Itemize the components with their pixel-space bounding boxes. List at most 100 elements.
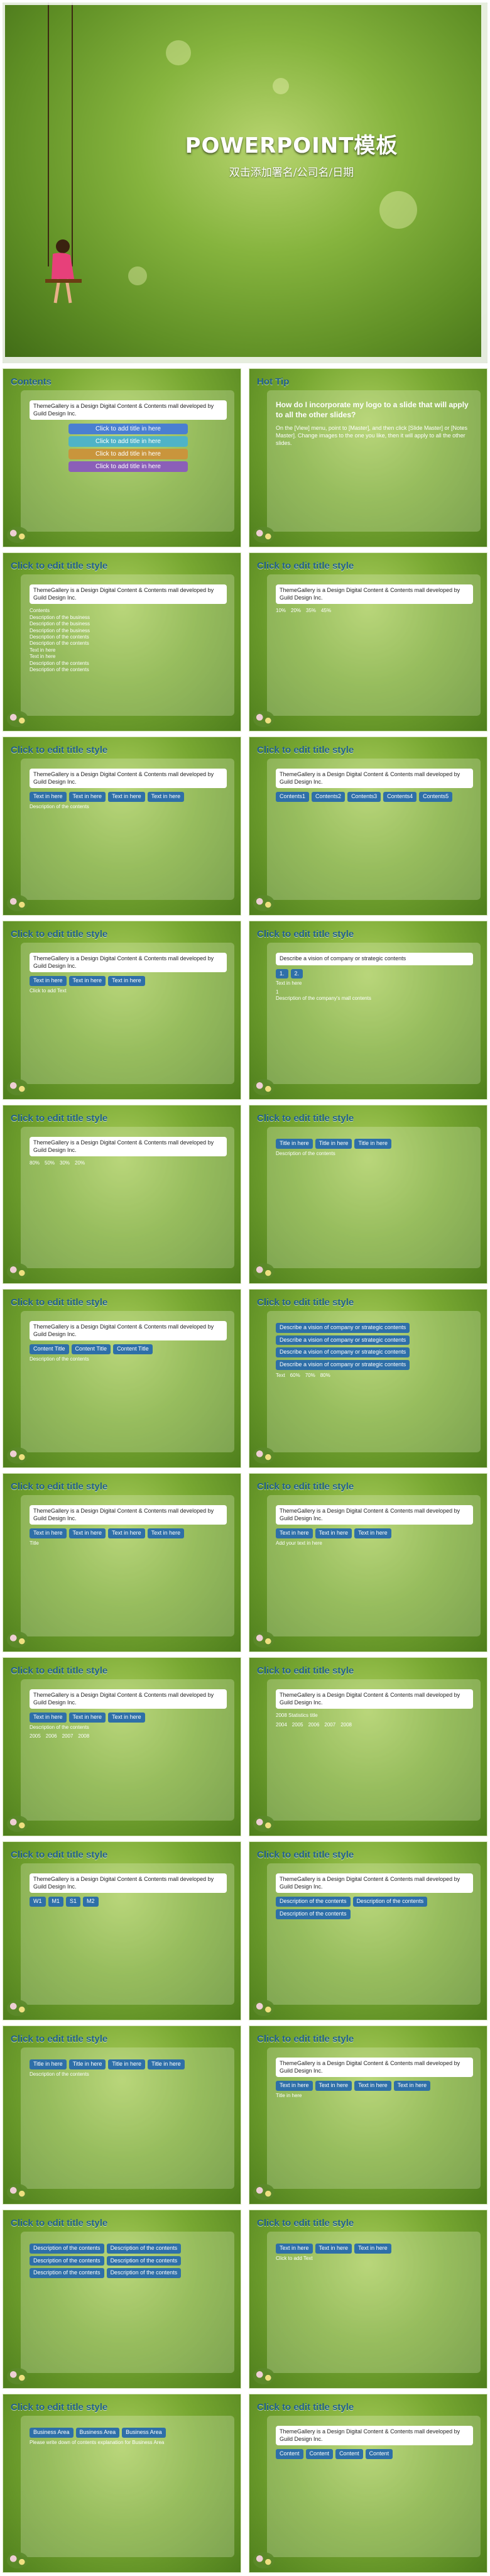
center-text[interactable]: Description of the contents	[30, 2071, 89, 2077]
bullet-item[interactable]: Description of the contents	[30, 633, 89, 640]
cylinder-label[interactable]: Content Title	[113, 1344, 153, 1355]
slide-title[interactable]: Click to edit title style	[257, 2034, 354, 2044]
center-text[interactable]: Title in here	[276, 2093, 302, 2099]
tag-text[interactable]: Text in here	[276, 980, 302, 987]
step-label[interactable]: 1.	[276, 968, 288, 979]
tag-label[interactable]: Text in here	[315, 2244, 352, 2254]
tag-label[interactable]: Title in here	[276, 1139, 313, 1149]
slide-body-text[interactable]: ThemeGallery is a Design Digital Content…	[276, 1689, 473, 1709]
slide-body-text[interactable]: ThemeGallery is a Design Digital Content…	[30, 953, 227, 973]
slide-title[interactable]: Click to edit title style	[11, 2402, 108, 2413]
slide-title[interactable]: Click to edit title style	[257, 745, 354, 755]
item-label[interactable]: Description of the contents	[30, 2268, 104, 2279]
tag-label[interactable]: Text in here	[276, 2244, 313, 2254]
label-label[interactable]: Description of the contents	[352, 1897, 428, 1907]
slide-title[interactable]: Click to edit title style	[257, 561, 354, 571]
tag-label[interactable]: Text in here	[147, 792, 185, 803]
content-item-button[interactable]: Click to add title in here	[68, 461, 188, 473]
presentation-subtitle[interactable]: 双击添加署名/公司名/日期	[229, 167, 354, 179]
slide-body-text[interactable]: ThemeGallery is a Design Digital Content…	[30, 1321, 227, 1341]
right-tag[interactable]: Text in here	[30, 654, 56, 660]
presentation-title[interactable]: POWERPOINT模板	[185, 133, 398, 158]
content-item-button[interactable]: Click to add title in here	[68, 424, 188, 435]
slide-title[interactable]: Click to edit title style	[11, 745, 108, 755]
tag-label[interactable]: Text in here	[68, 1713, 106, 1723]
slide-title[interactable]: Click to edit title style	[257, 1113, 354, 1124]
tip-question[interactable]: How do I incorporate my logo to a slide …	[276, 400, 469, 419]
slide-body-text[interactable]: ThemeGallery is a Design Digital Content…	[30, 1873, 227, 1894]
footer-right[interactable]: Description of the contents	[30, 666, 89, 672]
slide-title[interactable]: Click to edit title style	[11, 1481, 108, 1492]
tag-label[interactable]: Content	[305, 2449, 334, 2460]
slide-body-text[interactable]: ThemeGallery is a Design Digital Content…	[30, 1689, 227, 1709]
item-label[interactable]: Text in here	[276, 2081, 313, 2091]
quadrant-label[interactable]: M2	[83, 1897, 99, 1907]
row-label[interactable]: Describe a vision of company or strategi…	[276, 1360, 410, 1370]
slide-title[interactable]: Click to edit title style	[257, 1481, 354, 1492]
row-label[interactable]: Contents4	[383, 792, 417, 803]
contents-label-text[interactable]: Contents	[30, 608, 50, 614]
slide-body-text[interactable]: ThemeGallery is a Design Digital Content…	[276, 584, 473, 605]
slide-title[interactable]: Click to edit title style	[257, 1850, 354, 1860]
label-label[interactable]: Business Area	[122, 2428, 166, 2438]
item-label[interactable]: Text in here	[315, 2081, 352, 2091]
circle-label[interactable]: Text in here	[108, 1528, 145, 1539]
row-label[interactable]: Contents1	[276, 792, 310, 803]
slide-title[interactable]: Click to edit title style	[257, 1665, 354, 1676]
footer-text[interactable]: Please write down of contents explanatio…	[30, 2439, 165, 2445]
item-label[interactable]: Text in here	[393, 2081, 431, 2091]
row-label[interactable]: Contents3	[347, 792, 381, 803]
tag-label[interactable]: Text in here	[30, 792, 67, 803]
slide-body-text[interactable]: ThemeGallery is a Design Digital Content…	[276, 1873, 473, 1894]
row-label[interactable]: Contents5	[419, 792, 453, 803]
item-label[interactable]: Description of the contents	[30, 2255, 104, 2266]
slide-title[interactable]: Click to edit title style	[11, 2218, 108, 2228]
row-label[interactable]: Describe a vision of company or strategi…	[276, 1347, 410, 1358]
slide-body-text[interactable]: ThemeGallery is a Design Digital Content…	[30, 1505, 227, 1525]
label-label[interactable]: Business Area	[30, 2428, 74, 2438]
tag-label[interactable]: Title in here	[354, 1139, 392, 1149]
slide-title[interactable]: Click to edit title style	[257, 1297, 354, 1308]
bullet-item[interactable]: Description of the business	[30, 621, 90, 627]
slide-title[interactable]: Click to edit title style	[11, 2034, 108, 2044]
slide-body-text[interactable]: ThemeGallery is a Design Digital Content…	[30, 769, 227, 789]
tag-label[interactable]: Content	[335, 2449, 363, 2460]
slide-body-text[interactable]: Describe a vision of company or strategi…	[276, 953, 473, 965]
tag-label[interactable]: Title in here	[315, 1139, 352, 1149]
label-label[interactable]: Description of the contents	[276, 1897, 351, 1907]
quadrant-label[interactable]: M1	[48, 1897, 64, 1907]
slide-title[interactable]: Click to edit title style	[11, 561, 108, 571]
item-label[interactable]: Title in here	[108, 2059, 146, 2069]
slide-body-text[interactable]: ThemeGallery is a Design Digital Content…	[276, 769, 473, 789]
tag-label[interactable]: Text in here	[315, 1528, 352, 1539]
item-label[interactable]: Title in here	[30, 2059, 67, 2069]
item-text[interactable]: Click to add Text	[276, 2255, 313, 2261]
row-label[interactable]: Describe a vision of company or strategi…	[276, 1335, 410, 1346]
slide-title[interactable]: Click to edit title style	[11, 1850, 108, 1860]
tag-label[interactable]: Content	[276, 2449, 303, 2460]
tag-label[interactable]: Text in here	[68, 792, 106, 803]
slide-body-text[interactable]: ThemeGallery is a Design Digital Content…	[30, 584, 227, 605]
cylinder-label[interactable]: Content Title	[30, 1344, 69, 1355]
footer-left[interactable]: Description of the contents	[30, 660, 89, 666]
item-label[interactable]: Title in here	[68, 2059, 106, 2069]
slide-title[interactable]: Click to edit title style	[257, 2218, 354, 2228]
subtitle-text[interactable]: 2008 Statistics title	[276, 1713, 318, 1719]
slide-body-text[interactable]: ThemeGallery is a Design Digital Content…	[276, 2058, 473, 2078]
